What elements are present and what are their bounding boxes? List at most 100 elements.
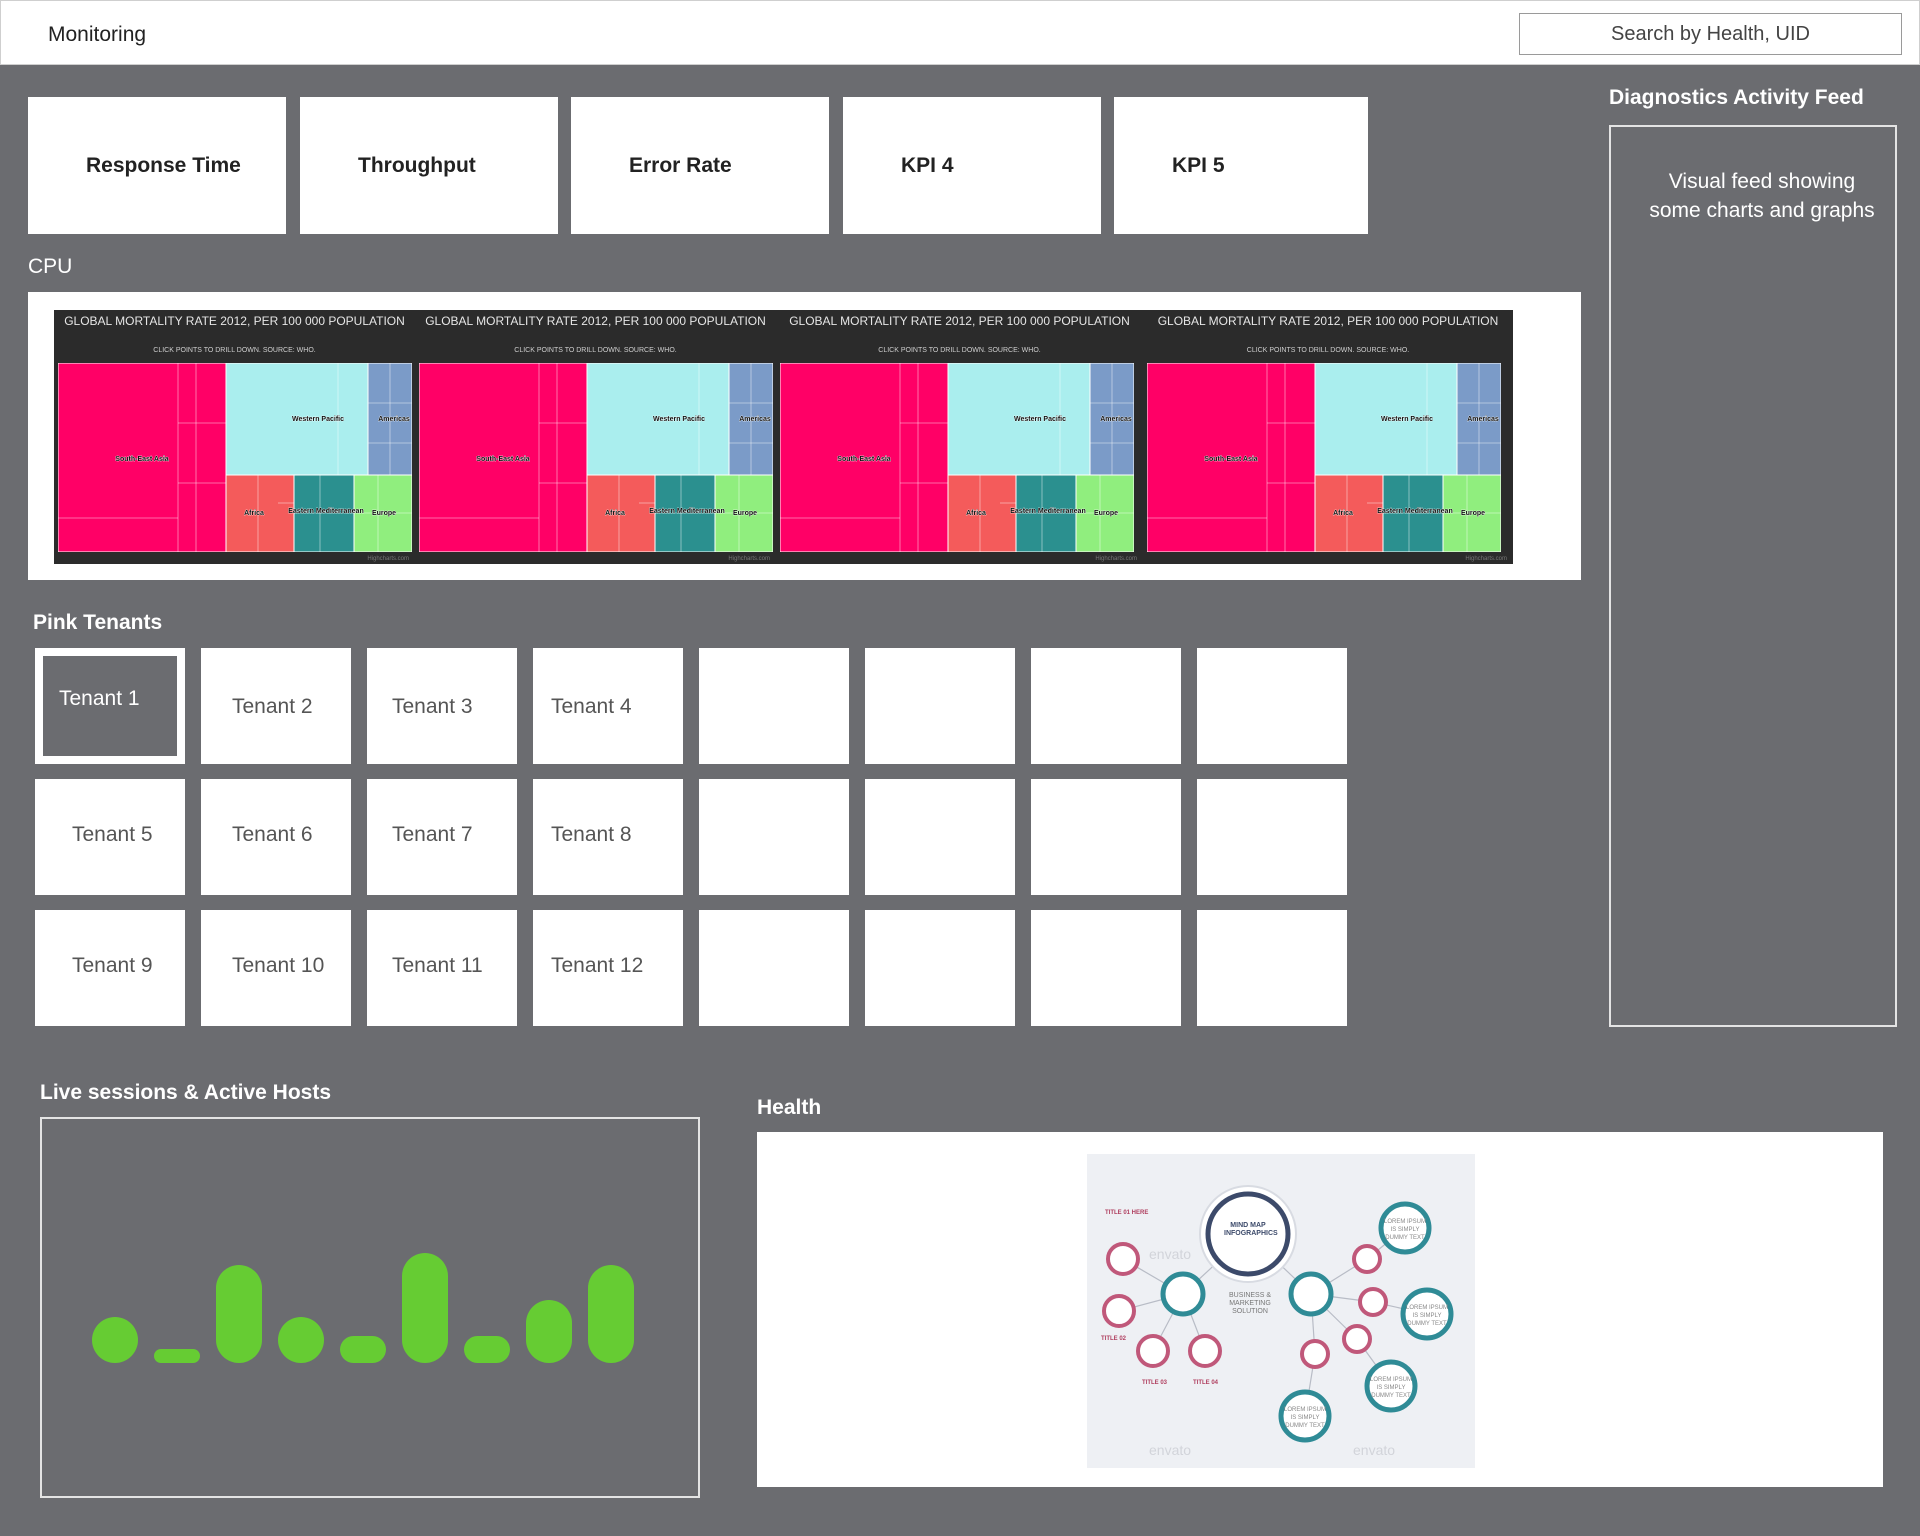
tenant-label: Tenant 2 xyxy=(232,695,313,718)
treemap-region-label: Americas xyxy=(1100,416,1132,423)
mind-map-infographic: MIND MAP INFOGRAPHICS BUSINESS & MARKETI… xyxy=(1087,1154,1475,1468)
treemap-region-label: Africa xyxy=(605,510,625,517)
watermark: envato xyxy=(1149,1246,1192,1262)
treemap-title: GLOBAL MORTALITY RATE 2012, PER 100 000 … xyxy=(1157,314,1499,328)
mind-map-node-text: LOREM IPSUM IS SIMPLY DUMMY TEXT xyxy=(1370,1377,1413,1399)
tenant-tile-empty[interactable] xyxy=(699,648,849,764)
treemap-cell xyxy=(225,363,369,476)
tenant-tile-empty[interactable] xyxy=(1197,648,1347,764)
cpu-panel: GLOBAL MORTALITY RATE 2012, PER 100 000 … xyxy=(28,292,1581,580)
treemap-region-label: Americas xyxy=(1467,416,1499,423)
tenant-label: Tenant 1 xyxy=(59,687,140,710)
treemap-region-label: Africa xyxy=(966,510,986,517)
treemap-region-label: Europe xyxy=(733,510,757,517)
mind-map-diagram xyxy=(1102,1185,1454,1443)
session-bar xyxy=(340,1336,386,1363)
kpi-card-error-rate[interactable]: Error Rate xyxy=(571,97,829,234)
health-panel: MIND MAP INFOGRAPHICS BUSINESS & MARKETI… xyxy=(757,1132,1883,1487)
treemap-region-label: Eastern Mediterranean xyxy=(1377,508,1452,515)
treemap-cell xyxy=(780,363,949,552)
mind-map-node-text: LOREM IPSUM IS SIMPLY DUMMY TEXT xyxy=(1406,1305,1449,1327)
treemap-region-label: South-East Asia xyxy=(115,456,169,463)
app-title: Monitoring xyxy=(48,23,147,46)
treemap-cell xyxy=(1314,474,1384,552)
treemap-cell xyxy=(1314,363,1458,476)
tenant-tile[interactable]: Tenant 3 xyxy=(367,648,517,764)
treemap-title: GLOBAL MORTALITY RATE 2012, PER 100 000 … xyxy=(425,314,766,328)
tenant-tile-empty[interactable] xyxy=(1031,910,1181,1026)
treemap-title: GLOBAL MORTALITY RATE 2012, PER 100 000 … xyxy=(789,314,1130,328)
treemap-credit[interactable]: Highcharts.com xyxy=(367,556,409,562)
tenant-tile-empty[interactable] xyxy=(699,779,849,895)
kpi-card-kpi-5[interactable]: KPI 5 xyxy=(1114,97,1368,234)
treemap-cell xyxy=(714,474,773,552)
treemap-cell xyxy=(947,474,1017,552)
tenant-label: Tenant 10 xyxy=(232,954,325,977)
treemap-credit[interactable]: Highcharts.com xyxy=(728,556,770,562)
kpi-label: KPI 5 xyxy=(1172,154,1225,177)
tenant-label: Tenant 4 xyxy=(551,695,632,718)
treemap-region-label: Americas xyxy=(378,416,410,423)
treemap-region-label: Eastern Mediterranean xyxy=(288,508,363,515)
tenant-label: Tenant 5 xyxy=(72,823,153,846)
mind-map-title-4: TITLE 04 xyxy=(1193,1380,1219,1386)
tenant-tile-empty[interactable] xyxy=(1197,910,1347,1026)
tenant-tile-empty[interactable] xyxy=(699,910,849,1026)
tenant-tile[interactable]: Tenant 5 xyxy=(35,779,185,895)
kpi-card-kpi-4[interactable]: KPI 4 xyxy=(843,97,1101,234)
mind-map-node-text: LOREM IPSUM IS SIMPLY DUMMY TEXT xyxy=(1384,1219,1427,1241)
session-bar xyxy=(402,1253,448,1363)
search-input[interactable] xyxy=(1519,13,1902,55)
top-bar: Monitoring xyxy=(0,0,1920,65)
treemap-region-label: Europe xyxy=(1461,510,1485,517)
tenant-tile-empty[interactable] xyxy=(1031,648,1181,764)
tenant-label: Tenant 12 xyxy=(551,954,644,977)
treemap-subtitle: CLICK POINTS TO DRILL DOWN. SOURCE: WHO. xyxy=(1246,347,1410,354)
treemap-credit[interactable]: Highcharts.com xyxy=(1095,556,1137,562)
tenant-label: Tenant 9 xyxy=(72,954,153,977)
tenant-tile[interactable]: Tenant 11 xyxy=(367,910,517,1026)
treemap-region-label: Western Pacific xyxy=(1381,416,1433,423)
cpu-treemap[interactable]: GLOBAL MORTALITY RATE 2012, PER 100 000 … xyxy=(776,310,1143,564)
tenant-label: Tenant 3 xyxy=(392,695,473,718)
watermark: envato xyxy=(1149,1442,1192,1458)
session-bar xyxy=(464,1336,510,1363)
treemap-subtitle: CLICK POINTS TO DRILL DOWN. SOURCE: WHO. xyxy=(878,347,1041,354)
cpu-treemap[interactable]: GLOBAL MORTALITY RATE 2012, PER 100 000 … xyxy=(415,310,776,564)
tenant-tile-empty[interactable] xyxy=(865,648,1015,764)
tenant-tile[interactable]: Tenant 1 xyxy=(35,648,185,764)
treemap-cell xyxy=(1442,474,1501,552)
cpu-treemap[interactable]: GLOBAL MORTALITY RATE 2012, PER 100 000 … xyxy=(54,310,415,564)
session-bar xyxy=(278,1317,324,1363)
tenant-tile-empty[interactable] xyxy=(1031,779,1181,895)
tenant-label: Tenant 6 xyxy=(232,823,313,846)
mind-map-node-text: LOREM IPSUM IS SIMPLY DUMMY TEXT xyxy=(1284,1407,1327,1429)
mind-map-title-3: TITLE 03 xyxy=(1142,1380,1168,1386)
kpi-label: KPI 4 xyxy=(901,154,954,177)
tenant-tile[interactable]: Tenant 6 xyxy=(201,779,351,895)
treemap-cell xyxy=(947,363,1091,476)
treemap-region-label: Europe xyxy=(1094,510,1118,517)
feed-description: Visual feed showing some charts and grap… xyxy=(1649,170,1875,222)
tenant-tile-empty[interactable] xyxy=(865,779,1015,895)
treemap-region-label: Eastern Mediterranean xyxy=(649,508,724,515)
tenant-tile[interactable]: Tenant 12 xyxy=(533,910,683,1026)
tenant-tile[interactable]: Tenant 7 xyxy=(367,779,517,895)
tenant-tile[interactable]: Tenant 9 xyxy=(35,910,185,1026)
kpi-card-response-time[interactable]: Response Time xyxy=(28,97,286,234)
tenant-tile[interactable]: Tenant 4 xyxy=(533,648,683,764)
treemap-credit[interactable]: Highcharts.com xyxy=(1465,556,1507,562)
tenant-label: Tenant 8 xyxy=(551,823,632,846)
cpu-treemap[interactable]: GLOBAL MORTALITY RATE 2012, PER 100 000 … xyxy=(1143,310,1513,564)
tenant-tile-empty[interactable] xyxy=(1197,779,1347,895)
tenant-tile[interactable]: Tenant 2 xyxy=(201,648,351,764)
tenant-tile-empty[interactable] xyxy=(865,910,1015,1026)
tenant-tile[interactable]: Tenant 10 xyxy=(201,910,351,1026)
tenant-tile[interactable]: Tenant 8 xyxy=(533,779,683,895)
mind-map-side-label: BUSINESS & MARKETING SOLUTION xyxy=(1228,1292,1271,1315)
kpi-card-throughput[interactable]: Throughput xyxy=(300,97,558,234)
